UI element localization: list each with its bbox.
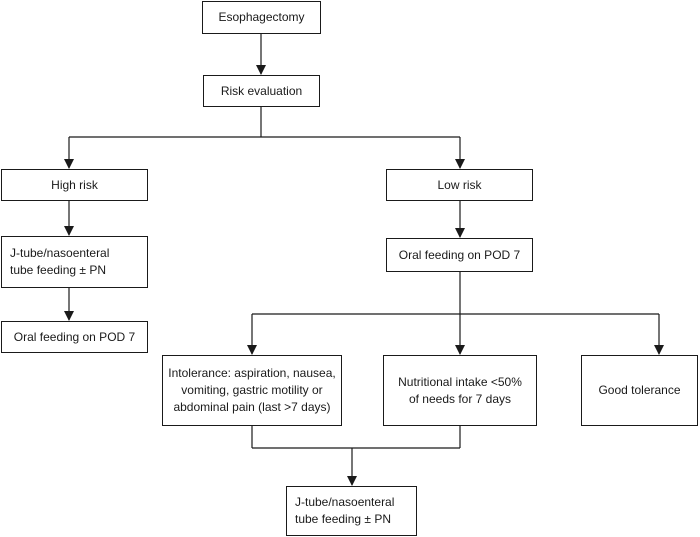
- node-oral-feeding-high-risk: Oral feeding on POD 7: [1, 321, 148, 353]
- node-oral-feeding-low-risk-label: Oral feeding on POD 7: [398, 247, 521, 262]
- node-jtube-bottom: J-tube/nasoenteral tube feeding ± PN: [286, 486, 417, 536]
- node-intolerance: Intolerance: aspiration, nausea, vomitin…: [162, 355, 342, 426]
- node-jtube-bottom-label: J-tube/nasoenteral tube feeding ± PN: [295, 495, 395, 526]
- node-risk-evaluation: Risk evaluation: [203, 75, 320, 107]
- node-low-risk: Low risk: [386, 169, 533, 201]
- node-oral-feeding-low-risk: Oral feeding on POD 7: [386, 238, 533, 272]
- node-jtube-high-risk: J-tube/nasoenteral tube feeding ± PN: [1, 236, 148, 288]
- node-good-tolerance-label: Good tolerance: [598, 383, 681, 397]
- node-oral-feeding-high-risk-label: Oral feeding on POD 7: [13, 329, 136, 344]
- node-intolerance-label: Intolerance: aspiration, nausea, vomitin…: [168, 366, 336, 414]
- node-esophagectomy: Esophagectomy: [202, 1, 321, 34]
- node-high-risk-label: High risk: [51, 177, 98, 192]
- node-nutritional-intake: Nutritional intake <50% of needs for 7 d…: [383, 355, 537, 426]
- node-low-risk-label: Low risk: [437, 177, 482, 192]
- node-jtube-high-risk-label: J-tube/nasoenteral tube feeding ± PN: [10, 246, 110, 277]
- node-esophagectomy-label: Esophagectomy: [218, 10, 305, 24]
- node-risk-evaluation-label: Risk evaluation: [220, 83, 303, 98]
- node-high-risk: High risk: [1, 169, 148, 201]
- node-good-tolerance: Good tolerance: [581, 355, 698, 426]
- node-nutritional-intake-label: Nutritional intake <50% of needs for 7 d…: [398, 374, 522, 406]
